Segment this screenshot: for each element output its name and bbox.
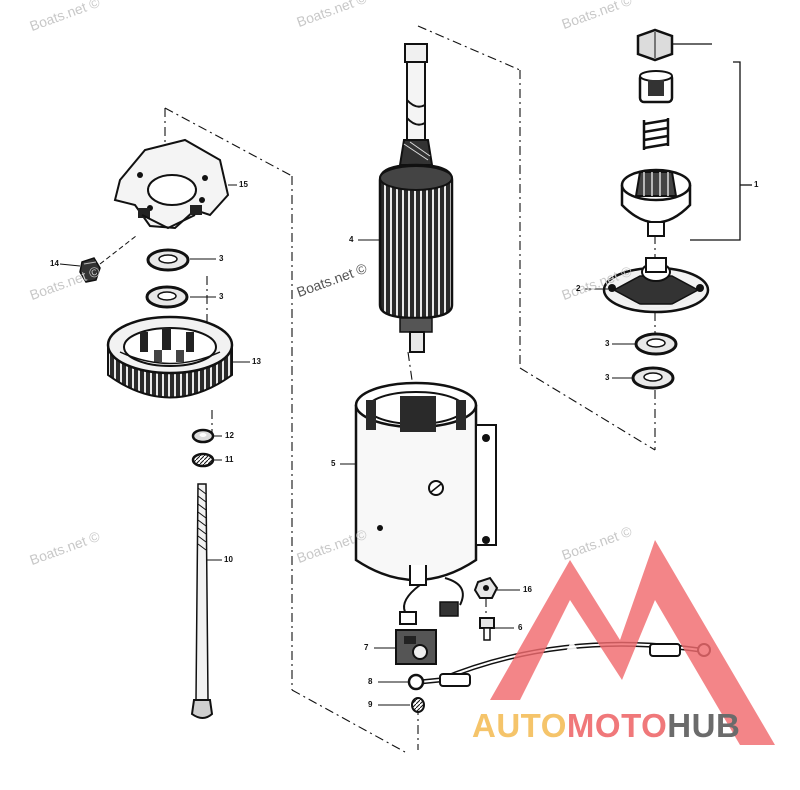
callout-3: 3 xyxy=(605,373,610,382)
end-cap-13 xyxy=(106,315,234,399)
washer-3-right-upper xyxy=(634,332,678,356)
automotohub-logo-mark xyxy=(490,540,775,745)
group-bracket-1 xyxy=(690,61,752,241)
callout-2: 2 xyxy=(576,284,581,293)
nut-14 xyxy=(79,257,101,283)
brand-word-moto: MOTO xyxy=(566,707,668,744)
automotohub-wordmark: AUTOMOTOHUB xyxy=(472,707,740,745)
cable-8 xyxy=(407,641,711,691)
callout-5: 5 xyxy=(331,459,336,468)
brand-word-hub: HUB xyxy=(667,707,741,744)
callout-4: 4 xyxy=(349,235,354,244)
callout-14: 14 xyxy=(50,259,59,268)
callout-15: 15 xyxy=(239,180,248,189)
leader-line xyxy=(99,235,137,265)
callout-3: 3 xyxy=(605,339,610,348)
callout-16: 16 xyxy=(523,585,532,594)
brush-plate xyxy=(113,138,230,230)
callout-10: 10 xyxy=(224,555,233,564)
field-wire-leads xyxy=(403,577,464,613)
brand-word-auto: AUTO xyxy=(472,707,567,744)
lockwasher-11 xyxy=(191,452,215,468)
frame-housing-5 xyxy=(354,381,497,586)
callout-11: 11 xyxy=(225,455,234,464)
washer-12 xyxy=(191,428,215,444)
field-lead-terminal xyxy=(439,601,459,617)
nut-9 xyxy=(411,697,425,713)
pinion-gear xyxy=(620,168,692,237)
callout-6: 6 xyxy=(518,623,523,632)
drive-nut xyxy=(636,28,712,62)
screw-6 xyxy=(479,617,495,641)
drive-end-head-2 xyxy=(602,257,710,314)
through-bolt-10 xyxy=(190,483,214,719)
callout-13: 13 xyxy=(252,357,261,366)
callout-9: 9 xyxy=(368,700,373,709)
drive-bushing xyxy=(638,70,674,104)
washer-3-left-upper xyxy=(146,248,190,272)
nut-16 xyxy=(473,576,499,599)
drive-spring xyxy=(642,118,670,150)
callout-3: 3 xyxy=(219,292,224,301)
callout-3: 3 xyxy=(219,254,224,263)
callout-12: 12 xyxy=(225,431,234,440)
washer-3-right-lower xyxy=(631,366,675,390)
callout-8: 8 xyxy=(368,677,373,686)
washer-3-left-lower xyxy=(145,285,189,309)
armature-4 xyxy=(378,43,454,353)
callout-leader-lines xyxy=(59,184,636,706)
callout-7: 7 xyxy=(364,643,369,652)
callout-1: 1 xyxy=(754,180,759,189)
terminal-7 xyxy=(395,611,437,665)
